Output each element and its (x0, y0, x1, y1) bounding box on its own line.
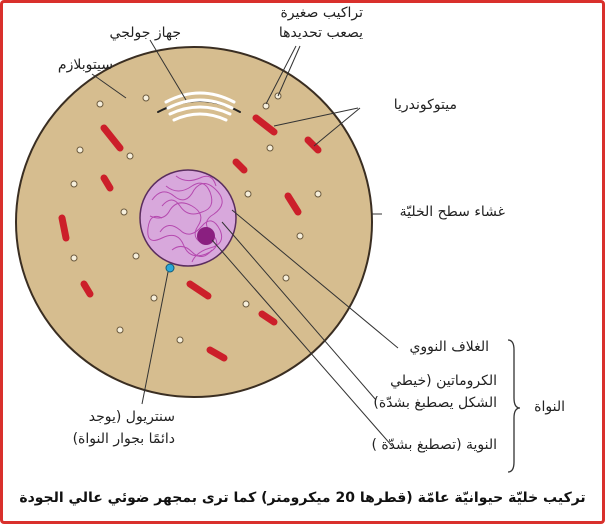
granule (71, 181, 77, 187)
granule (121, 209, 127, 215)
label-nucleus: النواة (534, 398, 565, 417)
granule (117, 327, 123, 333)
granule (151, 295, 157, 301)
granule (177, 337, 183, 343)
label-cytoplasm: سيتوبلازم (58, 56, 113, 75)
granule (143, 95, 149, 101)
granule (283, 275, 289, 281)
granule (245, 191, 251, 197)
granule (297, 233, 303, 239)
label-chromatin-line1: الكروماتين (خيطي (390, 372, 497, 391)
nucleolus (197, 227, 215, 245)
granule (267, 145, 273, 151)
granule (133, 253, 139, 259)
label-centriole-line2: دائمًا بجوار النواة) (73, 430, 175, 449)
mitochondrion (62, 218, 66, 238)
label-golgi: جهاز جولجي (110, 24, 181, 43)
granule (315, 191, 321, 197)
granule (77, 147, 83, 153)
label-centriole-line1: سنتريول (يوجد (89, 408, 175, 427)
granule (97, 101, 103, 107)
label-nucleolus: النوية (تصطبغ بشدّة ) (371, 436, 497, 455)
label-mitochondria: ميتوكوندريا (394, 96, 457, 115)
label-nuclear-envelope: الغلاف النووي (409, 338, 489, 357)
nucleus-bracket (508, 340, 520, 472)
label-cell-membrane: غشاء سطح الخليّة (400, 203, 505, 222)
label-small-structures-line2: يصعب تحديدها (279, 24, 363, 43)
figure-caption: تركيب خليّة حيوانيّة عامّة (قطرها 20 ميك… (10, 490, 595, 506)
label-chromatin-line2: الشكل يصطبغ بشدّة) (373, 394, 497, 413)
granule (127, 153, 133, 159)
centriole (166, 264, 174, 272)
granule (71, 255, 77, 261)
granule (243, 301, 249, 307)
label-small-structures-line1: تراكيب صغيرة (280, 4, 363, 23)
